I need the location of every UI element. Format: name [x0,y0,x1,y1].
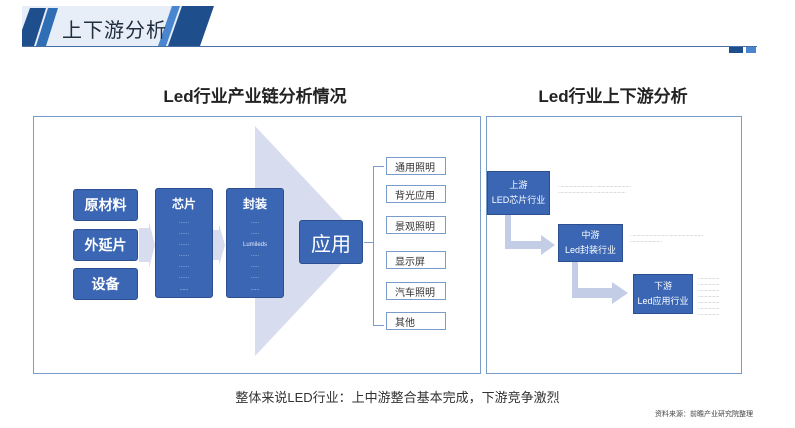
summary-text: 整体来说LED行业：上中游整合基本完成，下游竞争激烈 [235,390,560,405]
header-decoration [22,6,214,46]
material-raw: 原材料 [73,189,138,221]
package-item: ····· [250,231,260,237]
stage-arrow-2 [572,262,628,304]
right-section-title: Led行业上下游分析 [538,87,688,106]
chip-item: ······ [179,275,189,281]
stage-name: Led应用行业 [637,296,689,306]
stage-tier: 上游 [509,180,528,190]
stage-arrow-1 [505,215,555,255]
package-item: ····· [250,275,260,281]
bracket-stem [364,242,373,243]
chip-connector [213,224,225,266]
app-item-other: 其他 [386,312,446,330]
package-column: 封装 ····· ····· Lumileds ····· ····· ····… [226,188,284,298]
chip-item: ······ [179,231,189,237]
app-item-general-lighting: 通用照明 [386,157,446,175]
app-item-backlight: 背光应用 [386,185,446,203]
stage-name: LED芯片行业 [491,195,546,205]
material-connector [139,222,155,268]
stage-note: · ·························· ···········… [558,184,631,195]
app-item-landscape: 景观照明 [386,216,446,234]
stage-tier: 中游 [581,230,600,240]
app-item-display: 显示屏 [386,251,446,269]
left-section-title: Led行业产业链分析情况 [163,87,347,106]
stage-note: · ·························· ···········… [630,233,703,244]
package-item: Lumileds [242,242,267,248]
stage-downstream: 下游 Led应用行业 [633,274,693,314]
application-bracket [373,166,384,326]
source-note: 资料来源：前瞻产业研究院整理 [655,411,753,418]
app-item-automotive: 汽车照明 [386,282,446,300]
chip-item: ······ [179,242,189,248]
page-title: 上下游分析 [62,20,167,42]
chip-item: ...... [179,286,189,292]
package-item: ····· [250,264,260,270]
header-marks [726,40,756,58]
package-item: ····· [250,253,260,259]
stage-upstream: 上游 LED芯片行业 [487,171,550,215]
stage-note: ················ ················ ······… [698,276,720,317]
header-rule [22,46,757,47]
chip-item: ······ [179,220,189,226]
material-wafer: 外延片 [73,229,138,261]
package-item: ...... [250,286,260,292]
package-label: 封装 [242,197,267,211]
material-equipment: 设备 [73,268,138,300]
package-item: ····· [250,220,260,226]
application-box: 应用 [299,220,363,264]
chip-label: 芯片 [171,197,196,211]
chip-column: 芯片 ······ ······ ······ ······ ······ ··… [155,188,213,298]
stage-tier: 下游 [653,281,672,291]
chip-item: ······ [179,253,189,259]
chip-item: ······ [179,264,189,270]
stage-name: Led封装行业 [564,245,617,255]
stage-midstream: 中游 Led封装行业 [558,224,623,262]
